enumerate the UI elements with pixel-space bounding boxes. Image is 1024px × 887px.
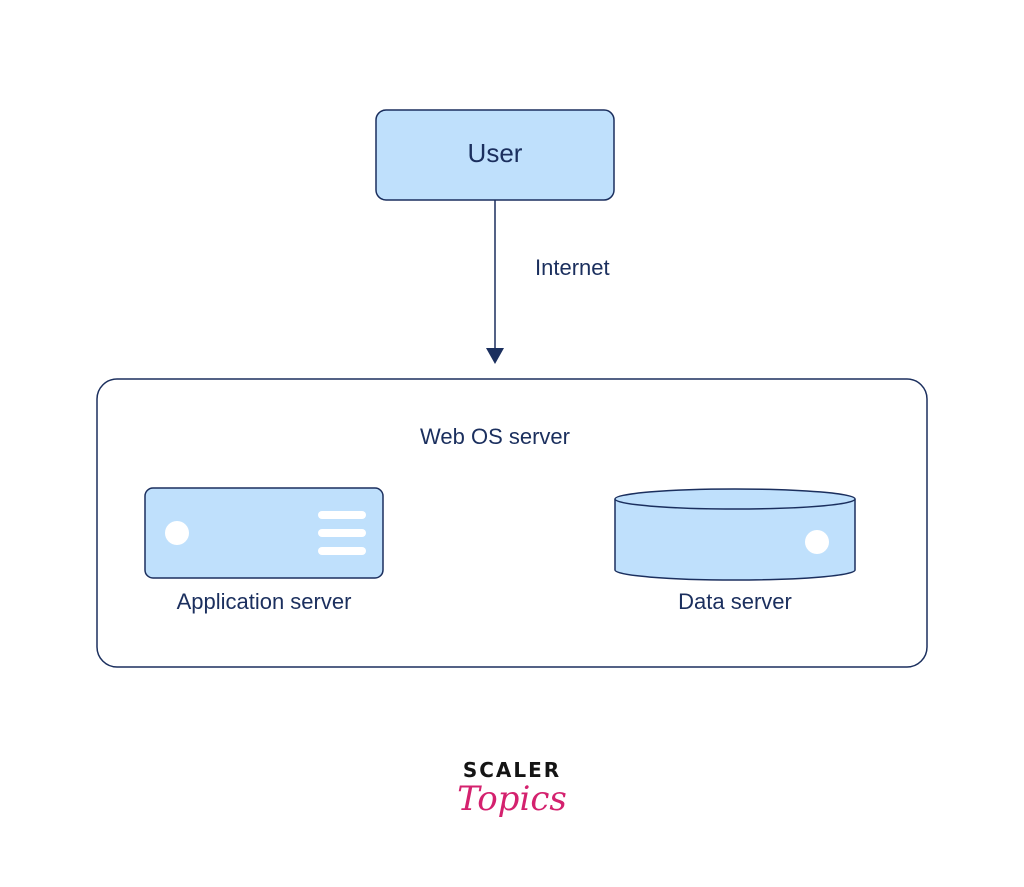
server-slot-icon: [318, 529, 366, 537]
server-rack-icon: [144, 487, 384, 579]
internet-connector: Internet: [486, 200, 610, 364]
container-box: [96, 378, 928, 668]
arrow-head-icon: [486, 348, 504, 364]
data-server-label: Data server: [678, 589, 792, 614]
server-slot-icon: [318, 511, 366, 519]
user-label: User: [468, 138, 523, 168]
web-os-server-container: Web OS server: [96, 378, 928, 668]
web-os-server-label: Web OS server: [420, 424, 570, 449]
server-slot-icon: [318, 547, 366, 555]
application-server-node: Application server: [144, 487, 384, 614]
application-server-label: Application server: [177, 589, 352, 614]
user-node: User: [375, 109, 615, 201]
internet-label: Internet: [535, 255, 610, 280]
database-icon: [614, 499, 856, 581]
scaler-topics-logo: SCALER Topics: [457, 758, 567, 819]
server-led-icon: [165, 521, 189, 545]
data-server-node: Data server: [614, 488, 856, 614]
logo-top-text: SCALER: [463, 758, 561, 782]
database-top-icon: [614, 488, 856, 510]
logo-bottom-text: Topics: [457, 779, 567, 819]
database-led-icon: [805, 530, 829, 554]
